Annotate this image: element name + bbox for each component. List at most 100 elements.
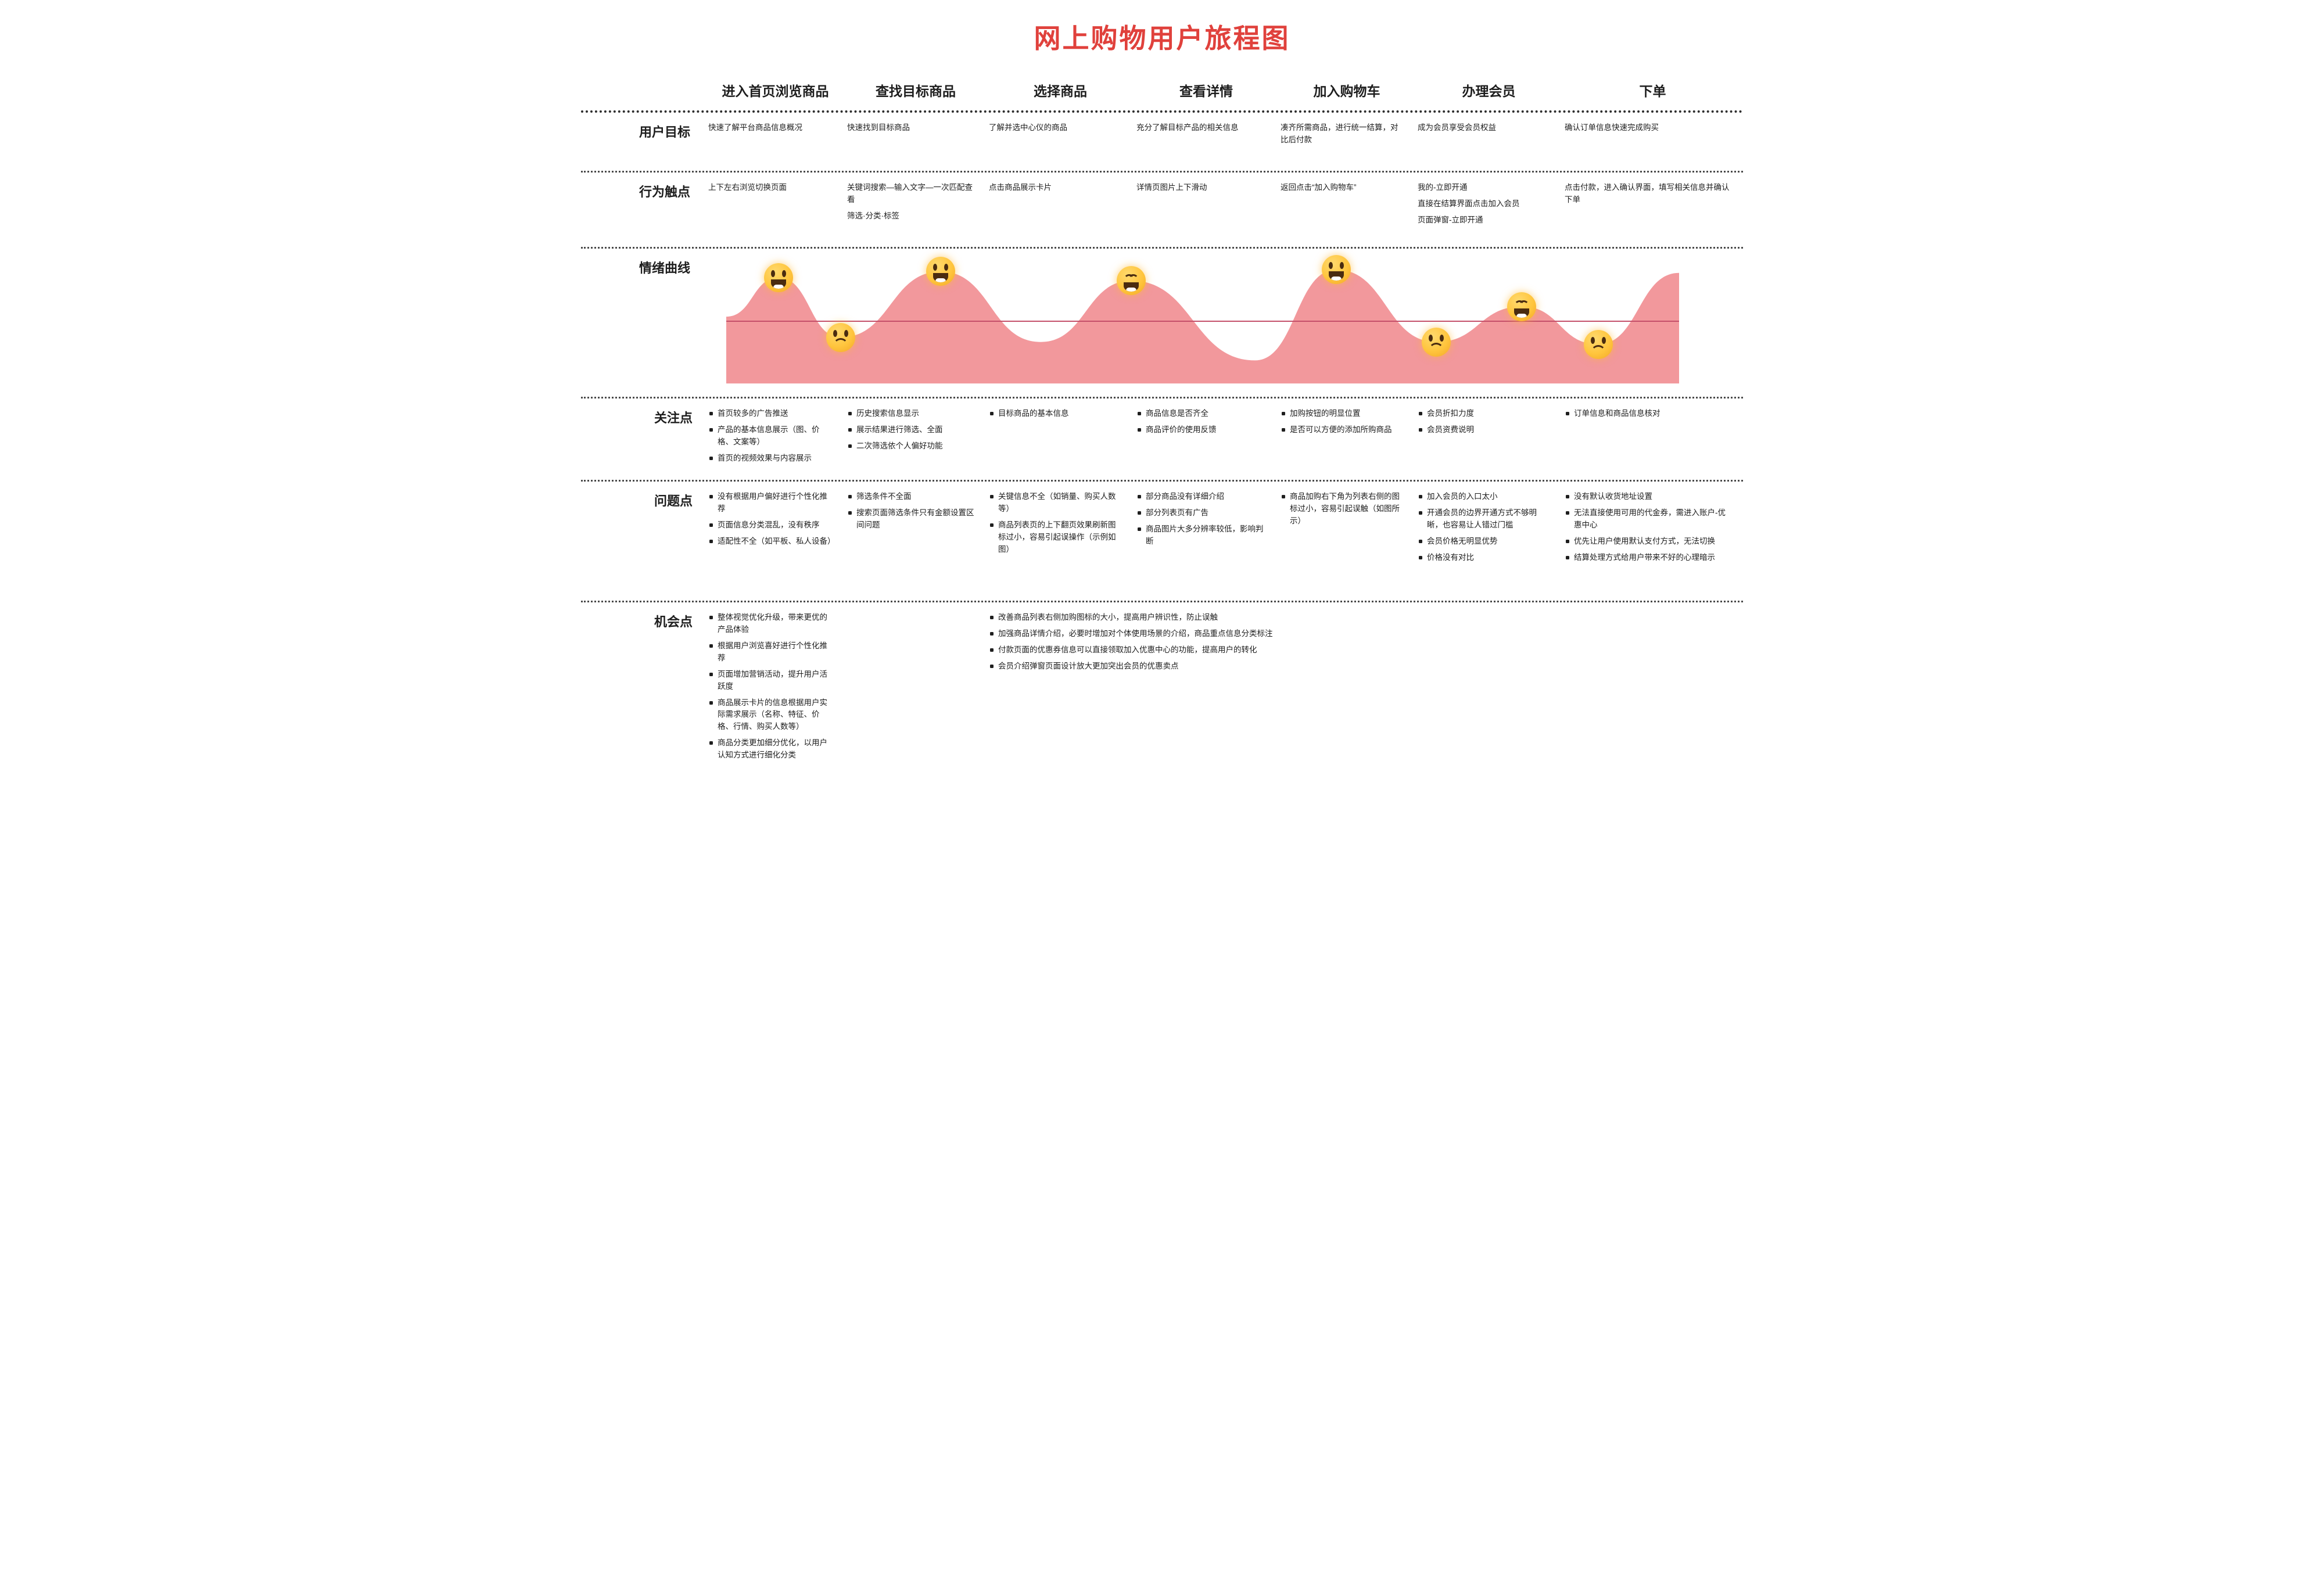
- list-item: 返回点击“加入购物车”: [1281, 183, 1357, 192]
- goals-row: 用户目标 快速了解平台商品信息概况 快速找到目标商品 了解并选中心仪的商品 充分…: [581, 113, 1743, 173]
- list-item: 会员折扣力度: [1418, 408, 1551, 420]
- emotion-area: [726, 270, 1679, 384]
- list-item: 部分列表页有广告: [1136, 507, 1267, 519]
- row-label-goals: 用户目标: [639, 125, 691, 139]
- list-item: 整体视觉优化升级，带来更优的产品体验: [708, 612, 833, 636]
- list-item: 点击商品展示卡片: [989, 183, 1052, 192]
- list-item: 没有默认收货地址设置: [1565, 491, 1731, 503]
- row-label-touchpoints: 行为触点: [639, 185, 691, 199]
- problem-cell-browse: 没有根据用户偏好进行个性化推荐页面信息分类混乱，没有秩序适配性不全（如平板、私人…: [706, 482, 845, 601]
- list-item: 优先让用户使用默认支付方式，无法切换: [1565, 536, 1731, 548]
- focus-cell-order: 订单信息和商品信息核对: [1562, 398, 1743, 480]
- touchpoint-cell-cart: 返回点击“加入购物车”: [1278, 173, 1415, 247]
- focus-cell-member: 会员折扣力度会员资费说明: [1415, 398, 1562, 480]
- journey-map: 网上购物用户旅程图 进入首页浏览商品 查找目标商品 选择商品 查看详情 加入购物…: [581, 0, 1743, 789]
- list-item: 会员介绍弹窗页面设计放大更加突出会员的优惠卖点: [989, 660, 1404, 673]
- focus-cell-cart: 加购按钮的明显位置是否可以方便的添加所购商品: [1278, 398, 1415, 480]
- row-label-focus: 关注点: [654, 411, 693, 425]
- list-item: 关键词搜索—输入文字—一次匹配查看: [847, 183, 973, 204]
- list-item: 价格没有对比: [1418, 552, 1551, 564]
- focus-cell-search: 历史搜索信息显示展示结果进行筛选、全面二次筛选依个人偏好功能: [845, 398, 987, 480]
- list-item: 关键信息不全（如销量、购买人数等）: [989, 491, 1122, 515]
- list-item: 页面弹窗-立即开通: [1418, 215, 1483, 224]
- list-item: 筛选条件不全面: [847, 491, 975, 503]
- list-item: 无法直接使用可用的代金券，需进入账户-优惠中心: [1565, 507, 1731, 532]
- list-item: 结算处理方式给用户带来不好的心理暗示: [1565, 552, 1731, 564]
- focus-cell-browse: 首页较多的广告推送产品的基本信息展示（图、价格、文案等） 首页的视频效果与内容展示: [706, 398, 845, 480]
- list-item: 加购按钮的明显位置: [1281, 408, 1404, 420]
- list-item: 直接在结算界面点击加入会员: [1418, 199, 1520, 208]
- problem-cell-select: 关键信息不全（如销量、购买人数等）商品列表页的上下翻页效果刷新图标过小，容易引起…: [987, 482, 1134, 601]
- list-item: 商品加购右下角为列表右侧的图标过小，容易引起误触（如图所示）: [1281, 491, 1404, 527]
- goal-cell-member: 成为会员享受会员权益: [1418, 123, 1496, 132]
- list-item: 商品评价的使用反馈: [1136, 424, 1267, 436]
- list-item: 首页较多的广告推送: [708, 408, 833, 420]
- problem-cell-member: 加入会员的入口太小开通会员的边界开通方式不够明晰，也容易让人错过门槛会员价格无明…: [1415, 482, 1562, 601]
- touchpoint-cell-search: 关键词搜索—输入文字—一次匹配查看筛选·分类·标签: [845, 173, 987, 247]
- list-item: 商品分类更加细分优化，以用户认知方式进行细化分类: [708, 737, 833, 762]
- stage-header-detail: 查看详情: [1179, 84, 1233, 99]
- emotion-curve: [706, 249, 1743, 395]
- list-item: 付款页面的优惠券信息可以直接领取加入优惠中心的功能，提高用户的转化: [989, 644, 1404, 656]
- list-item: 首页的视频效果与内容展示: [708, 453, 833, 465]
- goal-cell-select: 了解并选中心仪的商品: [989, 123, 1067, 132]
- list-item: 上下左右浏览切换页面: [708, 183, 787, 192]
- page-title: 网上购物用户旅程图: [1034, 23, 1290, 53]
- list-item: 开通会员的边界开通方式不够明晰，也容易让人错过门槛: [1418, 507, 1551, 532]
- list-item: 订单信息和商品信息核对: [1565, 408, 1731, 420]
- touchpoint-cell-detail: 详情页图片上下滑动: [1134, 173, 1278, 247]
- problem-cell-cart: 商品加购右下角为列表右侧的图标过小，容易引起误触（如图所示）: [1278, 482, 1415, 601]
- goal-cell-search: 快速找到目标商品: [847, 123, 910, 132]
- touchpoint-cell-order: 点击付款，进入确认界面，填写相关信息并确认下单: [1562, 173, 1743, 247]
- list-item: 筛选·分类·标签: [847, 211, 899, 220]
- list-item: 根据用户浏览喜好进行个性化推荐: [708, 640, 833, 665]
- list-item: 适配性不全（如平板、私人设备）: [708, 536, 835, 548]
- list-item: 没有根据用户偏好进行个性化推荐: [708, 491, 833, 515]
- list-item: 改善商品列表右侧加购图标的大小，提高用户辨识性，防止误触: [989, 612, 1404, 624]
- emotion-row: 情绪曲线: [581, 249, 1743, 398]
- list-item: 商品信息是否齐全: [1136, 408, 1267, 420]
- list-item: 页面信息分类混乱，没有秩序: [708, 519, 833, 532]
- list-item: 目标商品的基本信息: [989, 408, 1122, 420]
- stage-header-browse: 进入首页浏览商品: [722, 84, 829, 99]
- touchpoints-row: 行为触点 上下左右浏览切换页面 关键词搜索—输入文字—一次匹配查看筛选·分类·标…: [581, 173, 1743, 249]
- opportunity-cell-browse: 整体视觉优化升级，带来更优的产品体验根据用户浏览喜好进行个性化推荐页面增加营销活…: [706, 602, 845, 773]
- list-item: 历史搜索信息显示: [847, 408, 975, 420]
- emotion-curve-svg: [726, 270, 1679, 384]
- goal-cell-cart: 凑齐所需商品，进行统一结算，对比后付款: [1281, 123, 1398, 144]
- emotion-curve-chart: [726, 252, 1679, 390]
- list-item: 点击付款，进入确认界面，填写相关信息并确认下单: [1565, 183, 1730, 204]
- list-item: 二次筛选依个人偏好功能: [847, 440, 975, 453]
- list-item: 搜索页面筛选条件只有金额设置区间问题: [847, 507, 975, 532]
- opps-spacer: [845, 602, 987, 773]
- row-label-emotion: 情绪曲线: [639, 261, 691, 275]
- stage-header-member: 办理会员: [1462, 84, 1516, 99]
- list-item: 展示结果进行筛选、全面: [847, 424, 975, 436]
- goal-cell-order: 确认订单信息快速完成购买: [1565, 123, 1659, 132]
- stage-header-row: 进入首页浏览商品 查找目标商品 选择商品 查看详情 加入购物车 办理会员 下单: [581, 76, 1743, 113]
- focus-row: 关注点 首页较多的广告推送产品的基本信息展示（图、价格、文案等） 首页的视频效果与…: [581, 398, 1743, 482]
- problem-cell-detail: 部分商品没有详细介绍部分列表页有广告商品图片大多分辨率较低，影响判断: [1134, 482, 1278, 601]
- list-item: 商品展示卡片的信息根据用户实际需求展示（名称、特征、价格、行情、购买人数等）: [708, 697, 833, 734]
- row-label-problems: 问题点: [654, 494, 693, 508]
- list-item: 详情页图片上下滑动: [1136, 183, 1207, 192]
- touchpoint-cell-browse: 上下左右浏览切换页面: [706, 173, 845, 247]
- list-item: 商品图片大多分辨率较低，影响判断: [1136, 523, 1267, 548]
- stage-header-order: 下单: [1639, 84, 1666, 99]
- stage-header-cart: 加入购物车: [1313, 84, 1380, 99]
- list-item: 加强商品详情介绍，必要时增加对个体使用场景的介绍，商品重点信息分类标注: [989, 628, 1404, 640]
- header-spacer: [581, 76, 706, 110]
- goal-cell-browse: 快速了解平台商品信息概况: [708, 123, 802, 132]
- touchpoint-cell-select: 点击商品展示卡片: [987, 173, 1134, 247]
- focus-cell-detail: 商品信息是否齐全商品评价的使用反馈: [1134, 398, 1278, 480]
- list-item: 页面增加营销活动，提升用户活跃度: [708, 669, 833, 693]
- problem-cell-order: 没有默认收货地址设置无法直接使用可用的代金券，需进入账户-优惠中心优先让用户使用…: [1562, 482, 1743, 601]
- list-item: 加入会员的入口太小: [1418, 491, 1551, 503]
- problem-cell-search: 筛选条件不全面搜索页面筛选条件只有金额设置区间问题: [845, 482, 987, 601]
- row-label-opportunities: 机会点: [654, 615, 693, 629]
- opportunity-cell-middle: 改善商品列表右侧加购图标的大小，提高用户辨识性，防止误触加强商品详情介绍，必要时…: [987, 602, 1415, 773]
- list-item: 产品的基本信息展示（图、价格、文案等）: [708, 424, 833, 448]
- goal-cell-detail: 充分了解目标产品的相关信息: [1136, 123, 1239, 132]
- problems-row: 问题点 没有根据用户偏好进行个性化推荐页面信息分类混乱，没有秩序适配性不全（如平…: [581, 482, 1743, 602]
- touchpoint-cell-member: 我的-立即开通直接在结算界面点击加入会员页面弹窗-立即开通: [1415, 173, 1562, 247]
